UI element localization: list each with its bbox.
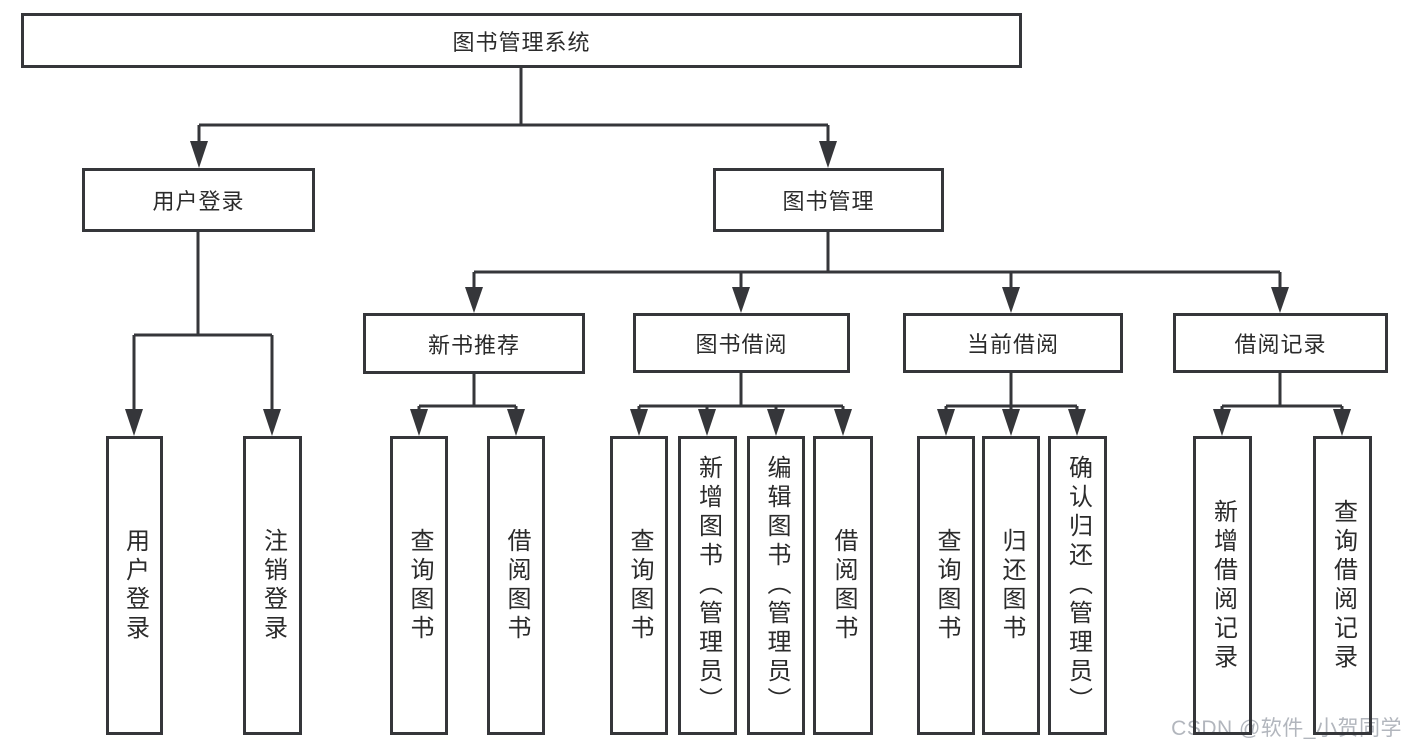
- node-library-management-system: 图书管理系统: [21, 13, 1022, 68]
- node-borrow-records: 借阅记录: [1173, 313, 1388, 373]
- leaf-label: 归还图书: [998, 527, 1025, 644]
- leaf-add-borrow-record: 新增借阅记录: [1193, 436, 1252, 735]
- leaf-query-borrow-record: 查询借阅记录: [1313, 436, 1372, 735]
- leaf-return-books: 归还图书: [982, 436, 1040, 735]
- node-new-book-recommend: 新书推荐: [363, 313, 585, 374]
- leaf-query-books-recommend: 查询图书: [390, 436, 448, 735]
- leaf-label: 新增借阅记录: [1209, 498, 1237, 673]
- leaf-label: 确认归还（管理员）: [1064, 455, 1092, 716]
- leaf-query-books-borrow: 查询图书: [610, 436, 668, 735]
- node-label: 新书推荐: [427, 332, 520, 358]
- leaf-label: 借阅图书: [830, 527, 857, 644]
- node-user-login: 用户登录: [82, 168, 315, 232]
- leaf-label: 编辑图书（管理员）: [763, 455, 790, 716]
- node-label: 图书管理系统: [452, 29, 591, 55]
- node-label: 当前借阅: [966, 332, 1059, 357]
- node-book-borrowing: 图书借阅: [633, 313, 850, 373]
- leaf-label: 查询借阅记录: [1329, 498, 1357, 673]
- leaf-query-books-current: 查询图书: [917, 436, 975, 735]
- node-label: 用户登录: [152, 189, 245, 214]
- leaf-user-login: 用户登录: [106, 436, 163, 735]
- leaf-borrow-books-recommend: 借阅图书: [487, 436, 545, 735]
- node-label: 图书管理: [782, 189, 875, 214]
- node-book-management: 图书管理: [713, 168, 944, 232]
- leaf-label: 查询图书: [406, 527, 433, 644]
- node-label: 图书借阅: [695, 332, 788, 357]
- leaf-label: 注销登录: [259, 527, 287, 644]
- leaf-logout: 注销登录: [243, 436, 302, 735]
- leaf-label: 查询图书: [626, 527, 653, 644]
- leaf-confirm-return-admin: 确认归还（管理员）: [1048, 436, 1107, 735]
- leaf-label: 查询图书: [933, 527, 960, 644]
- leaf-add-book-admin: 新增图书（管理员）: [678, 436, 737, 735]
- leaf-label: 借阅图书: [503, 527, 530, 644]
- node-label: 借阅记录: [1234, 332, 1327, 357]
- leaf-edit-book-admin: 编辑图书（管理员）: [747, 436, 805, 735]
- leaf-label: 新增图书（管理员）: [694, 455, 722, 716]
- leaf-label: 用户登录: [121, 527, 149, 644]
- node-current-borrowing: 当前借阅: [903, 313, 1123, 373]
- arrowhead-icons: [125, 141, 1351, 436]
- leaf-borrow-books: 借阅图书: [813, 436, 873, 735]
